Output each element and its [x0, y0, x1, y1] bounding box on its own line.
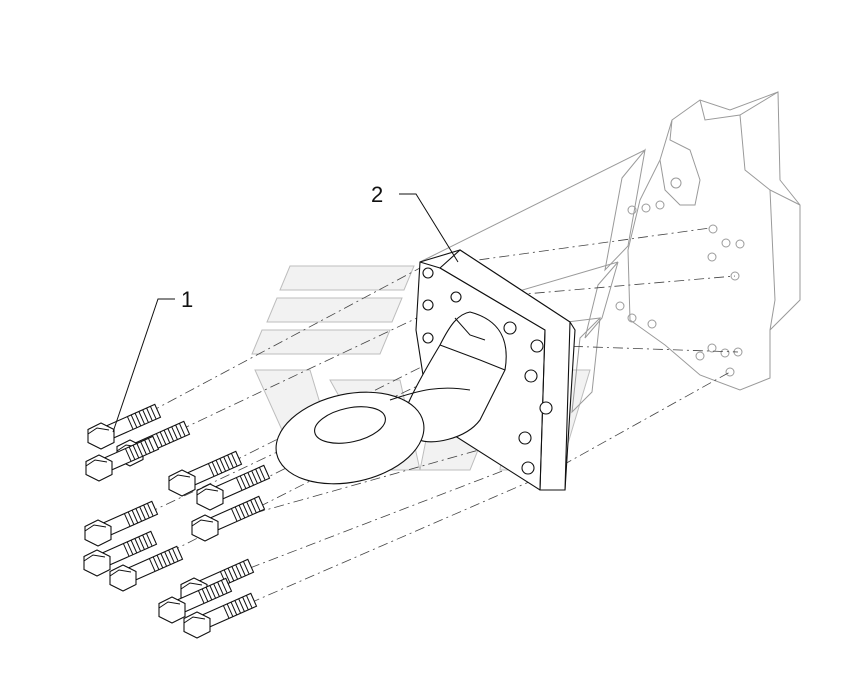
bolt: [84, 500, 159, 547]
bolt: [183, 592, 258, 639]
callout-1: 1: [181, 287, 193, 312]
bolt: [196, 464, 271, 511]
bolt: [87, 403, 162, 450]
leader-line-1: [112, 298, 175, 433]
flange-hole: [450, 291, 462, 303]
flange-hole: [503, 321, 517, 335]
flange-hole: [422, 332, 434, 344]
towing-hook: [275, 249, 576, 491]
flange-hole: [521, 461, 535, 475]
hook-eye-hole: [314, 406, 386, 444]
flange-hole: [422, 267, 434, 279]
bolt: [109, 545, 184, 592]
bolts: [83, 403, 271, 639]
bolt: [158, 577, 233, 624]
flange-hole: [524, 369, 538, 383]
machine-frame-ghost: [615, 91, 801, 391]
flange-hole: [530, 339, 544, 353]
bolt: [191, 495, 266, 542]
flange-hole: [422, 299, 434, 311]
flange-hole: [518, 431, 532, 445]
flange-hole: [539, 401, 553, 415]
leader-line-2: [399, 193, 459, 263]
bolt: [168, 450, 243, 497]
callout-2: 2: [371, 182, 383, 207]
leader-lines: [112, 193, 459, 433]
bolt: [83, 530, 158, 577]
bolt: [85, 435, 160, 482]
